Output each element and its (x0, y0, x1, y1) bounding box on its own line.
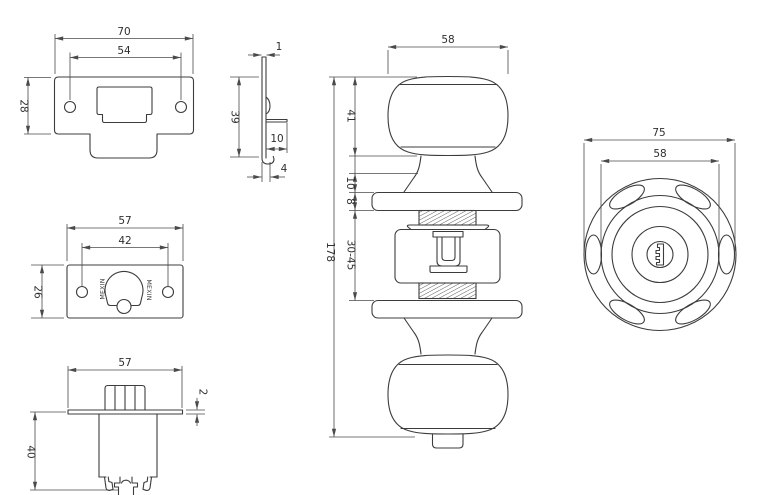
strike-plate-side-view: 1 39 10 4 (229, 41, 288, 182)
dim-strike-width: 70 (117, 26, 130, 38)
dim-latch-body-depth: 40 (25, 445, 37, 458)
latch-screw-hole-right (161, 285, 175, 299)
brand-mark-left: MEXIN (100, 278, 107, 299)
knob-assembly-side-view: 58 41 10 8 30-45 178 (324, 34, 523, 449)
strike-side-tab (265, 118, 288, 123)
upper-threaded-spindle (418, 209, 477, 226)
latch-faceplate-side (67, 409, 184, 415)
dim-strike-hole-spacing: 54 (117, 45, 131, 57)
upper-rose-plate (371, 191, 523, 212)
latch-prong-right (142, 476, 153, 491)
strike-side-lip (261, 155, 275, 165)
dim-door-thickness-range: 30-45 (345, 240, 357, 271)
dim-strike-thickness: 1 (276, 41, 283, 53)
latch-prong-left (103, 476, 114, 491)
upper-knob (387, 75, 509, 157)
dim-strike-side-height: 39 (229, 110, 241, 123)
lower-knob (387, 354, 509, 435)
dim-strike-tab-depth: 10 (270, 133, 283, 145)
latch-faceplate-outline (66, 264, 184, 319)
latch-bolt-front (104, 270, 144, 307)
latch-faceplate-front-view: MEXIN MEXIN 57 42 26 (31, 215, 184, 319)
dim-latch-body-width: 57 (118, 357, 131, 369)
latch-body-side-view: 57 2 40 (25, 357, 209, 495)
rose-recess-left (584, 234, 603, 275)
knob-base-circle (611, 205, 709, 304)
dim-latch-plate-thickness: 2 (197, 389, 209, 396)
latch-bolt-pin (116, 298, 132, 315)
dim-strike-lip: 4 (281, 163, 288, 175)
dim-rose-inner-diameter: 58 (653, 148, 666, 160)
rose-recess-bottom-left (609, 299, 645, 325)
knob-face-circle (631, 225, 689, 284)
spindle-cap (432, 230, 464, 238)
keyhole-icon (655, 243, 665, 266)
strike-screw-hole-left (63, 100, 77, 114)
turn-button (431, 433, 464, 449)
lower-rose-plate (371, 299, 523, 319)
rose-recess-right (717, 234, 736, 275)
rose-recess-top-right (675, 184, 711, 210)
strike-cutout (96, 86, 153, 124)
cylinder-circle (646, 240, 674, 269)
rose-recess-bottom-right (675, 299, 711, 325)
dim-latch-width: 57 (118, 215, 131, 227)
strike-plate-outline (53, 76, 195, 159)
brand-mark-right: MEXIN (145, 279, 152, 300)
spindle-channel-outer (436, 236, 461, 267)
dim-rose-thickness: 8 (344, 198, 356, 205)
spindle-flange (429, 265, 468, 274)
upper-knob-neck (403, 155, 493, 193)
dim-overall-length: 178 (324, 242, 336, 262)
dim-latch-hole-spacing: 42 (118, 235, 131, 247)
latch-spindle-hub (113, 476, 139, 495)
spindle-channel-inner (441, 236, 456, 262)
knob-front-view: 75 58 (583, 127, 737, 332)
strike-screw-hole-right (174, 100, 188, 114)
rose-recess-top-left (609, 184, 645, 210)
upper-collar (406, 224, 490, 231)
latch-screw-hole-left (75, 285, 89, 299)
dim-strike-height: 28 (18, 99, 30, 112)
rose-outer-circle (583, 177, 737, 332)
dim-knob-height: 41 (345, 109, 357, 122)
lower-knob-neck (403, 317, 493, 355)
strike-plate-front-view: 70 54 28 (18, 26, 195, 159)
lower-threaded-spindle (418, 282, 477, 300)
dim-latch-height: 26 (32, 285, 44, 299)
strike-side-plate (261, 56, 267, 159)
dim-knob-diameter: 58 (441, 34, 454, 46)
strike-side-bump (265, 96, 271, 115)
dim-rose-outer-diameter: 75 (652, 127, 665, 139)
dim-neck-height: 10 (344, 176, 356, 189)
